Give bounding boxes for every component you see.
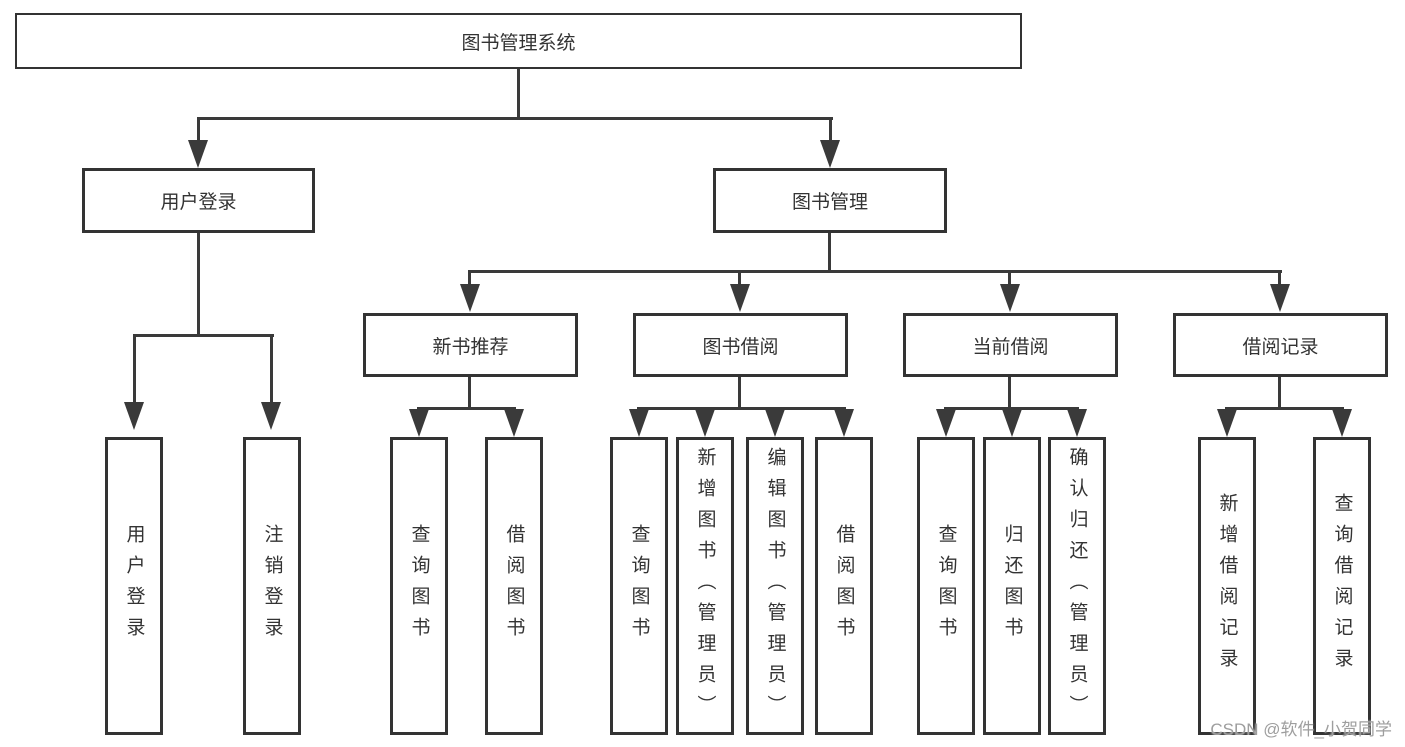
- leaf-confirm-return-admin: 确认归还（管理员）: [1048, 437, 1106, 735]
- leaf-query-books-recommend-label: 查询图书: [408, 524, 430, 648]
- leaf-confirm-return-admin-label: 确认归还（管理员）: [1066, 446, 1088, 726]
- leaf-edit-book-admin: 编辑图书（管理员）: [746, 437, 804, 735]
- leaf-return-book: 归还图书: [983, 437, 1041, 735]
- node-book-management: 图书管理: [713, 168, 947, 233]
- arrow-down-icon: [1067, 409, 1087, 437]
- leaf-user-login: 用户登录: [105, 437, 163, 735]
- connector: [738, 270, 741, 286]
- arrow-down-icon: [460, 284, 480, 312]
- arrow-down-icon: [765, 409, 785, 437]
- leaf-user-login-label: 用户登录: [123, 524, 145, 648]
- connector: [133, 334, 136, 402]
- connector: [1008, 377, 1011, 410]
- leaf-query-books-current: 查询图书: [917, 437, 975, 735]
- arrow-down-icon: [629, 409, 649, 437]
- leaf-return-book-label: 归还图书: [1001, 524, 1023, 648]
- leaf-add-book-admin: 新增图书（管理员）: [676, 437, 734, 735]
- arrow-down-icon: [1002, 409, 1022, 437]
- arrow-down-icon: [124, 402, 144, 430]
- node-current-borrow: 当前借阅: [903, 313, 1118, 377]
- arrow-down-icon: [1000, 284, 1020, 312]
- arrow-down-icon: [188, 140, 208, 168]
- connector: [133, 334, 274, 337]
- connector: [517, 69, 520, 119]
- arrow-down-icon: [695, 409, 715, 437]
- arrow-down-icon: [409, 409, 429, 437]
- node-book-borrow-label: 图书借阅: [702, 336, 779, 358]
- leaf-query-books-current-label: 查询图书: [935, 524, 957, 648]
- connector: [417, 407, 516, 410]
- connector: [468, 377, 471, 410]
- connector: [197, 117, 833, 120]
- leaf-logout-label: 注销登录: [261, 524, 283, 648]
- leaf-logout: 注销登录: [243, 437, 301, 735]
- leaf-add-book-admin-label: 新增图书（管理员）: [694, 446, 716, 726]
- leaf-query-books-borrow: 查询图书: [610, 437, 668, 735]
- node-user-login-branch-label: 用户登录: [160, 192, 237, 213]
- arrow-down-icon: [1270, 284, 1290, 312]
- connector: [829, 117, 832, 142]
- connector: [944, 407, 1079, 410]
- connector: [468, 270, 1282, 273]
- node-book-borrow: 图书借阅: [633, 313, 848, 377]
- node-user-login-branch: 用户登录: [82, 168, 315, 233]
- leaf-query-books-recommend: 查询图书: [390, 437, 448, 735]
- leaf-query-borrow-record: 查询借阅记录: [1313, 437, 1371, 735]
- connector: [270, 334, 273, 402]
- connector: [637, 407, 846, 410]
- node-root-label: 图书管理系统: [461, 32, 576, 54]
- leaf-add-borrow-record: 新增借阅记录: [1198, 437, 1256, 735]
- node-root: 图书管理系统: [15, 13, 1022, 69]
- leaf-add-borrow-record-label: 新增借阅记录: [1216, 493, 1238, 679]
- arrow-down-icon: [261, 402, 281, 430]
- connector: [1008, 270, 1011, 286]
- arrow-down-icon: [834, 409, 854, 437]
- leaf-edit-book-admin-label: 编辑图书（管理员）: [764, 446, 786, 726]
- leaf-query-borrow-record-label: 查询借阅记录: [1331, 493, 1353, 679]
- connector: [197, 117, 200, 142]
- connector: [738, 377, 741, 410]
- arrow-down-icon: [936, 409, 956, 437]
- connector: [197, 233, 200, 337]
- node-new-book-recommend: 新书推荐: [363, 313, 578, 377]
- connector: [1278, 270, 1281, 286]
- leaf-borrow-books: 借阅图书: [815, 437, 873, 735]
- node-book-management-label: 图书管理: [791, 192, 868, 213]
- arrow-down-icon: [820, 140, 840, 168]
- node-current-borrow-label: 当前借阅: [972, 336, 1049, 358]
- node-borrow-records: 借阅记录: [1173, 313, 1388, 377]
- arrow-down-icon: [1332, 409, 1352, 437]
- connector: [468, 270, 471, 286]
- arrow-down-icon: [730, 284, 750, 312]
- watermark: CSDN @软件_小贺同学: [1210, 720, 1392, 739]
- leaf-borrow-books-recommend-label: 借阅图书: [503, 524, 525, 648]
- leaf-query-books-borrow-label: 查询图书: [628, 524, 650, 648]
- arrow-down-icon: [1217, 409, 1237, 437]
- connector: [1278, 377, 1281, 410]
- node-borrow-records-label: 借阅记录: [1242, 336, 1319, 358]
- leaf-borrow-books-recommend: 借阅图书: [485, 437, 543, 735]
- connector: [828, 233, 831, 273]
- arrow-down-icon: [504, 409, 524, 437]
- leaf-borrow-books-label: 借阅图书: [833, 524, 855, 648]
- connector: [1225, 407, 1344, 410]
- node-new-book-recommend-label: 新书推荐: [432, 336, 509, 358]
